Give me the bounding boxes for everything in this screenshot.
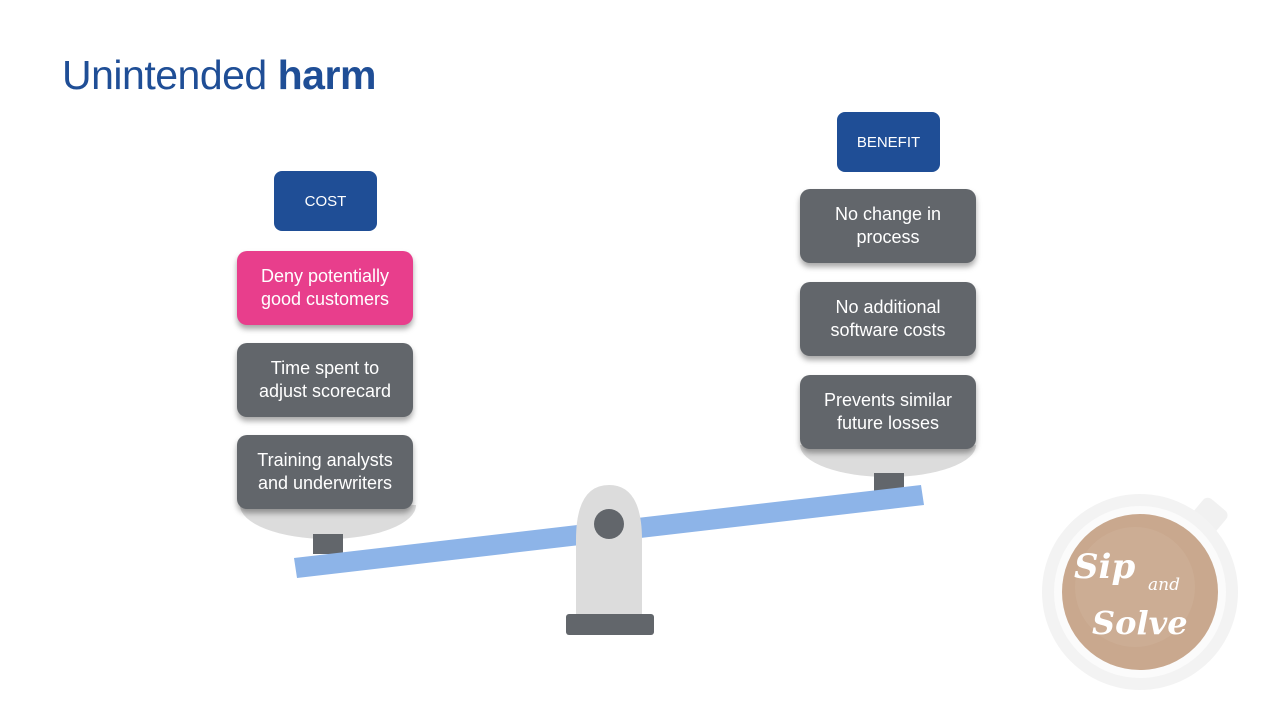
benefit-header: BENEFIT [837,112,940,172]
benefit-item-no-change: No change in process [800,189,976,263]
fulcrum-base [566,614,654,635]
sip-and-solve-logo: Sip and Solve [1042,494,1238,690]
page-title: Unintended harm [62,52,376,99]
logo-sip: Sip [1074,547,1135,587]
cost-item-training: Training analysts and underwriters [237,435,413,509]
benefit-item-prevents-losses: Prevents similar future losses [800,375,976,449]
left-pan-stem [313,534,343,554]
cost-item-time-spent: Time spent to adjust scorecard [237,343,413,417]
cost-header: COST [274,171,377,231]
left-pan [240,505,416,539]
logo-and: and [1148,575,1180,595]
fulcrum [576,485,642,615]
title-bold: harm [277,52,377,98]
benefit-item-no-software-costs: No additional software costs [800,282,976,356]
title-regular: Unintended [62,52,267,98]
logo-solve: Solve [1092,604,1188,642]
right-pan [800,445,976,477]
pivot [594,509,624,539]
cost-item-deny-customers: Deny potentially good customers [237,251,413,325]
